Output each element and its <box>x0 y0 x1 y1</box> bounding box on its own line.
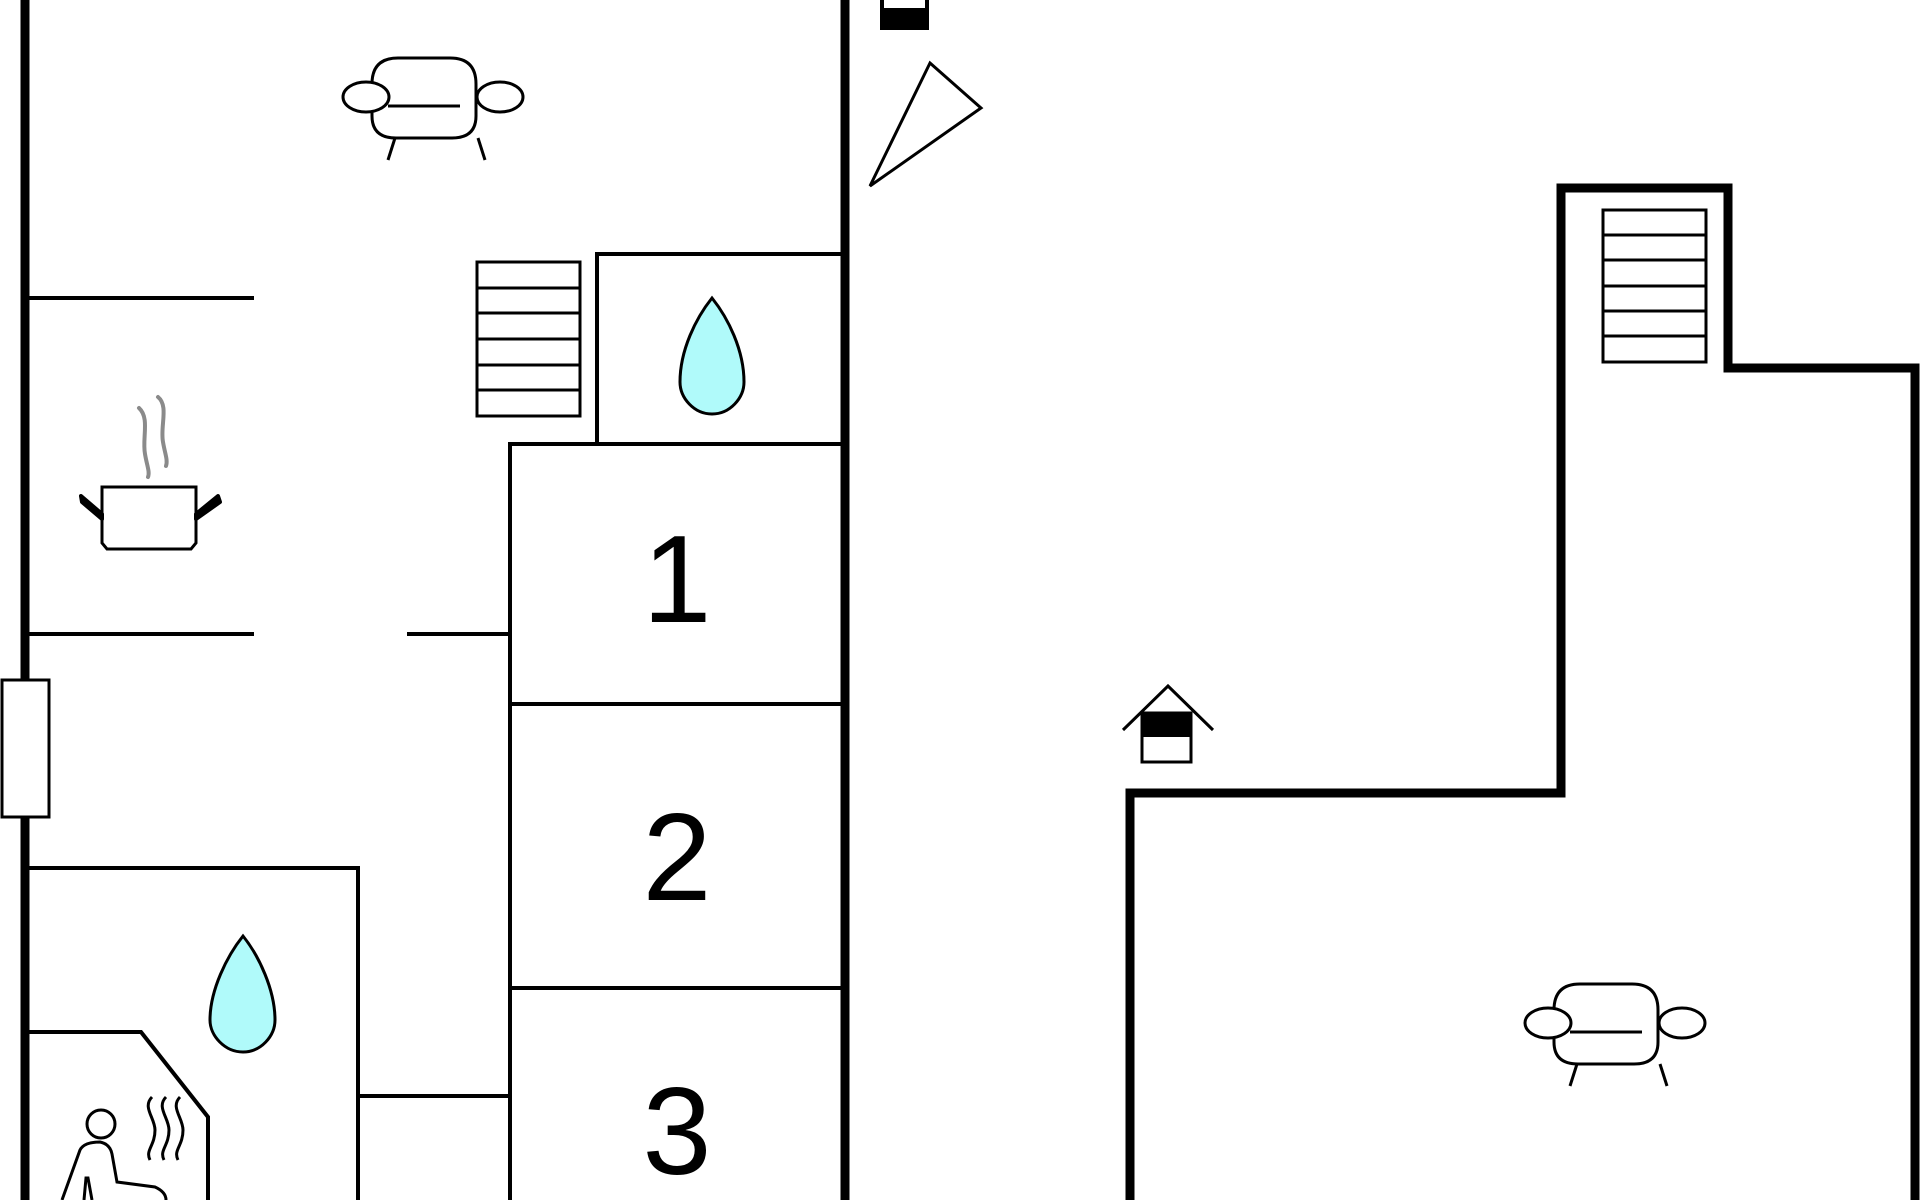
water-drop-icon <box>678 295 746 416</box>
room-number-2: 2 <box>643 789 712 927</box>
steam-line <box>137 406 151 479</box>
stairs-icon <box>475 260 582 418</box>
sofa-icon <box>341 56 525 161</box>
sofa-icon <box>1523 982 1707 1087</box>
cooking-pot-icon <box>79 395 222 551</box>
bathroom-top-walls <box>595 252 843 444</box>
room-number-3: 3 <box>643 1063 712 1200</box>
sauna-icon <box>60 1095 185 1200</box>
sauna-walls <box>25 1030 210 1200</box>
window-icon <box>0 678 51 819</box>
left-building-walls <box>20 0 850 1200</box>
water-drop-icon <box>208 933 277 1054</box>
fireplace-icon <box>880 0 929 30</box>
compass-icon <box>868 60 984 188</box>
fireplace-icon <box>1121 683 1215 764</box>
room-number-1: 1 <box>643 511 712 649</box>
lower-bathroom-walls <box>25 866 360 1200</box>
right-building-walls <box>1125 183 1920 1200</box>
steam-line <box>156 395 169 468</box>
rooms-block-outline <box>508 442 843 1200</box>
stairs-icon <box>1601 208 1708 364</box>
